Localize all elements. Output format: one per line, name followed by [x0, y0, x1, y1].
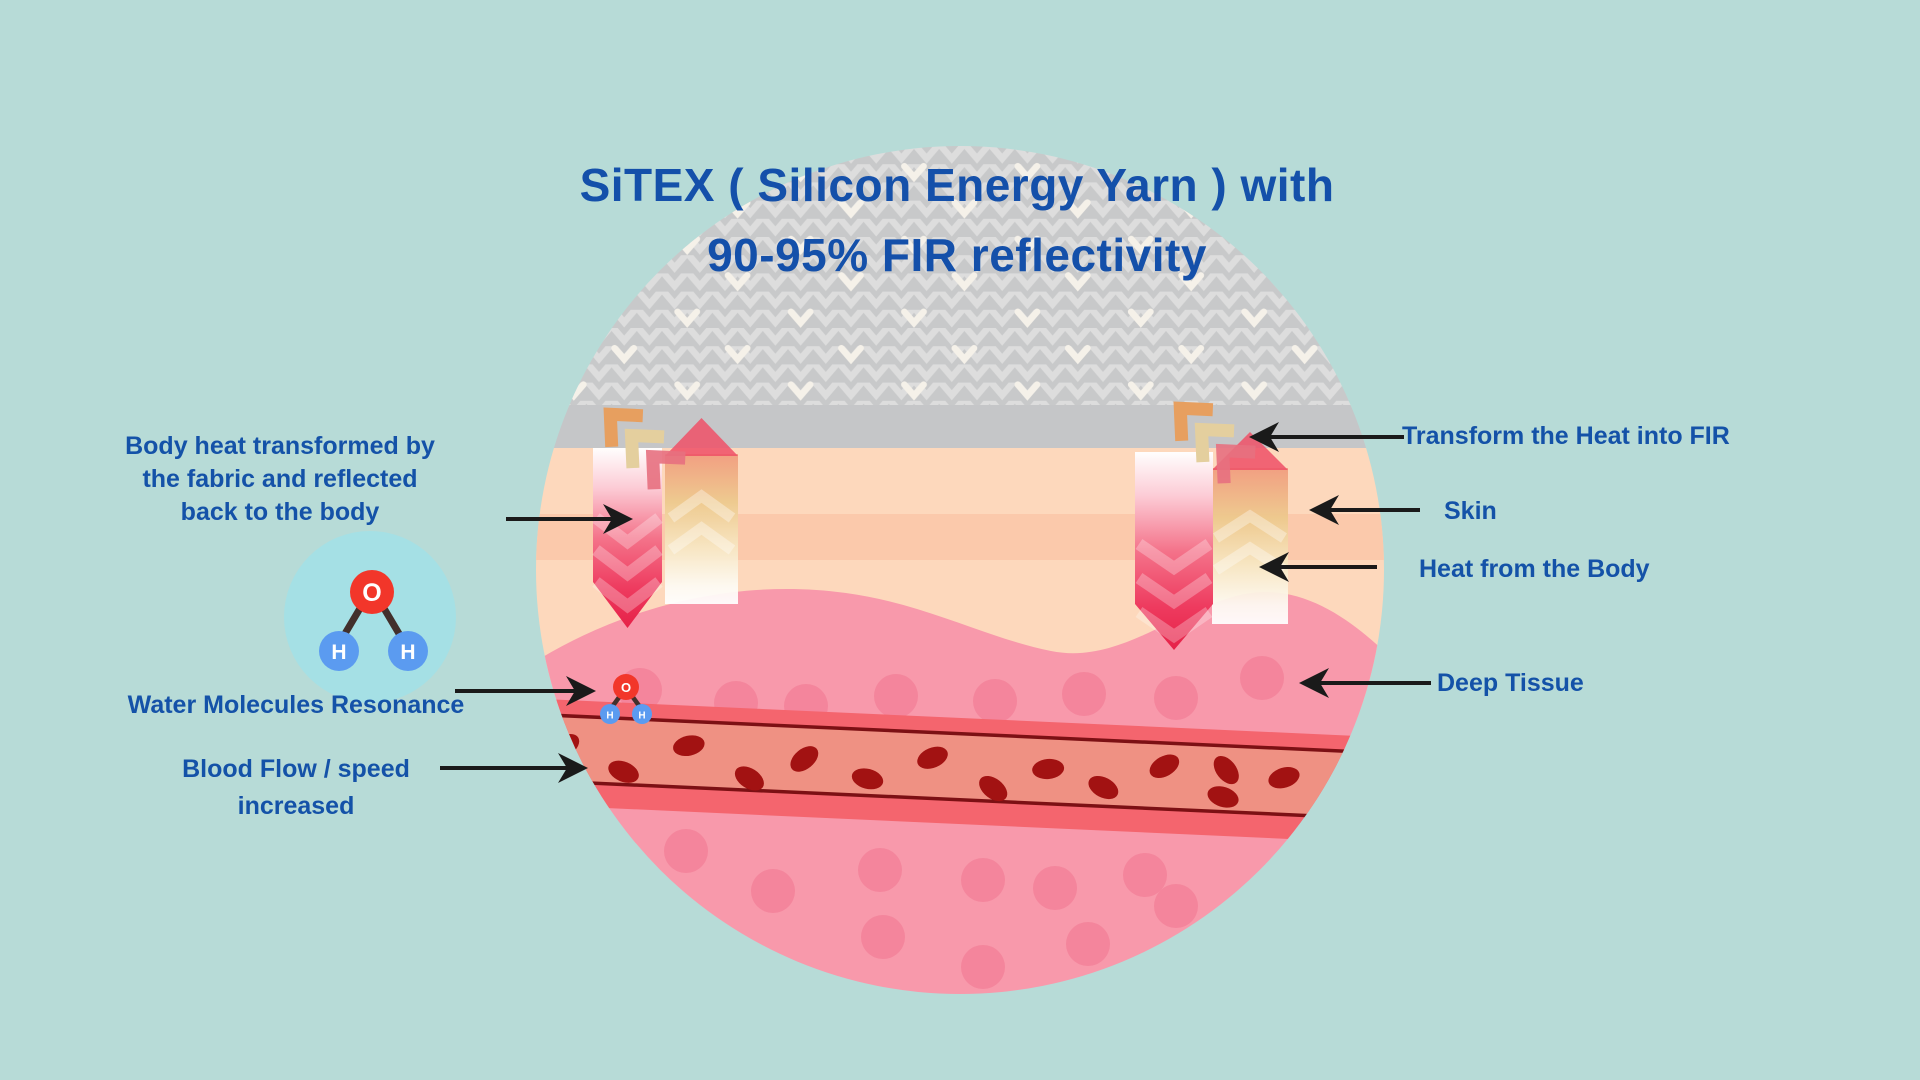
fir-up-arrowhead	[665, 418, 738, 456]
hydrogen-atom	[388, 631, 428, 671]
blood-vessel	[536, 695, 1384, 847]
label-transform-fir: Transform the Heat into FIR	[1402, 422, 1730, 450]
page-title: SiTEX ( Silicon Energy Yarn ) with 90-95…	[457, 150, 1457, 290]
heat-down-arrow	[1135, 452, 1213, 650]
title-line-1: SiTEX ( Silicon Energy Yarn ) with	[579, 159, 1335, 211]
bubble-circle	[284, 531, 456, 703]
tissue-dots	[618, 656, 1284, 989]
left-heat-arrow-group	[592, 407, 738, 628]
right-heat-arrow-group	[1135, 401, 1288, 650]
title-line-2: 90-95% FIR reflectivity	[707, 229, 1207, 281]
label-deep-tissue: Deep Tissue	[1437, 669, 1584, 697]
label-body-heat: Body heat transformed by the fabric and …	[125, 432, 435, 526]
fabric-skin-diagram: O H H	[536, 146, 1384, 994]
hydrogen-label: H	[400, 641, 415, 664]
label-heat-from-body: Heat from the Body	[1419, 555, 1650, 583]
label-water-resonance: Water Molecules Resonance	[127, 691, 465, 719]
hydrogen-atom-small	[600, 704, 620, 724]
water-molecule-bubble: O H H	[284, 531, 456, 703]
blood-cells	[550, 734, 1384, 811]
water-molecule-svg: O H H	[284, 531, 456, 703]
hydrogen-label: H	[606, 711, 613, 722]
diagram-svg: O H H	[536, 146, 1384, 994]
oxygen-label: O	[362, 579, 381, 607]
hydrogen-label: H	[638, 711, 645, 722]
oxygen-label: O	[621, 680, 631, 695]
label-blood-flow: Blood Flow / speed increased	[182, 755, 410, 820]
oxygen-atom-small	[613, 674, 639, 700]
small-water-molecule: O H H	[600, 674, 652, 724]
hydrogen-atom	[319, 631, 359, 671]
label-skin: Skin	[1444, 497, 1497, 525]
hydrogen-label: H	[331, 641, 346, 664]
heat-down-arrow	[593, 448, 662, 628]
fir-up-column	[1212, 468, 1288, 624]
oxygen-atom	[350, 570, 394, 614]
fir-reflect-chevrons	[1173, 401, 1256, 484]
fir-up-column	[665, 454, 738, 604]
fir-reflect-chevrons	[603, 407, 686, 490]
hydrogen-atom-small	[632, 704, 652, 724]
